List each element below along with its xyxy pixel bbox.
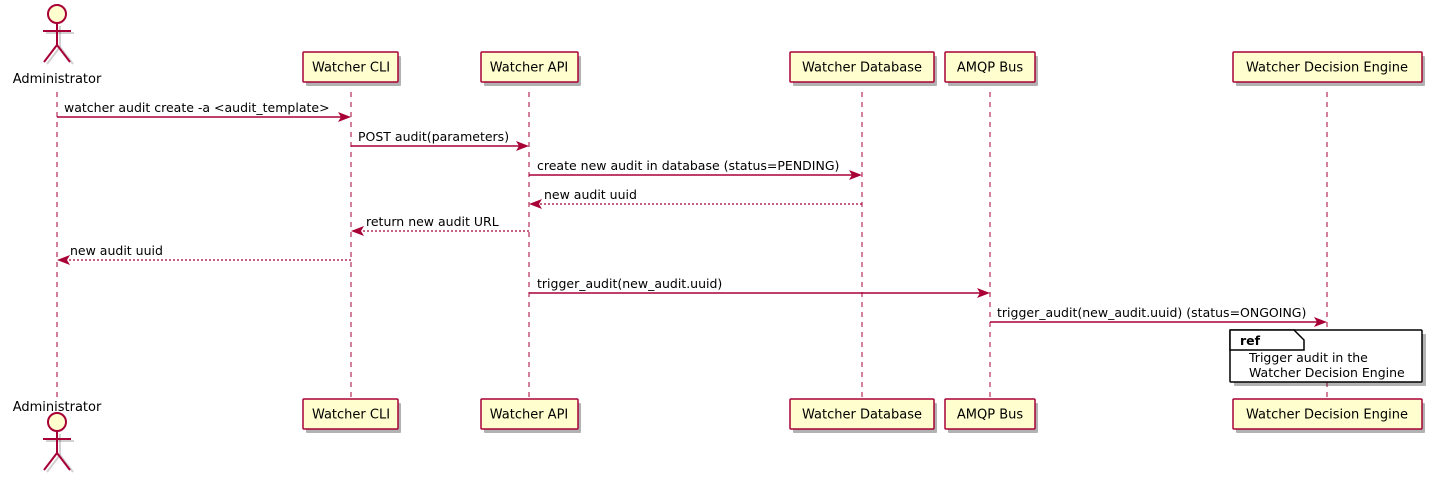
message-6-label: new audit uuid [70, 243, 163, 258]
actor-leg-right-icon-bottom [56, 452, 71, 471]
message-7-label: trigger_audit(new_audit.uuid) [537, 276, 722, 291]
message-2-label: POST audit(parameters) [358, 129, 509, 144]
message-3-label: create new audit in database (status=PEN… [537, 158, 839, 173]
actor-head-icon-bottom [47, 412, 67, 432]
message-6-arrowhead [57, 255, 70, 265]
message-1-label: watcher audit create -a <audit_template> [64, 100, 330, 115]
participant-label-watcher-cli-bottom: Watcher CLI [312, 408, 390, 423]
participant-label-amqp-bus-top: AMQP Bus [957, 61, 1023, 76]
participant-label-watcher-api-bottom: Watcher API [490, 408, 569, 423]
actor-shadow [46, 26, 74, 65]
participant-label-watcher-database-top: Watcher Database [802, 61, 922, 76]
message-2-post-audit[interactable]: POST audit(parameters) [351, 129, 529, 151]
participant-box-watcher-cli-top[interactable]: Watcher CLI [302, 51, 401, 86]
message-5-arrowhead [351, 226, 364, 236]
message-5-return-new-audit-url[interactable]: return new audit URL [351, 214, 529, 236]
actor-leg-right-icon [56, 44, 71, 63]
message-4-arrowhead [529, 199, 542, 209]
participant-label-watcher-decision-engine-bottom: Watcher Decision Engine [1246, 408, 1408, 423]
participant-label-watcher-database-bottom: Watcher Database [802, 408, 922, 423]
lifelines-group [56, 92, 1328, 398]
message-7-arrowhead [977, 288, 990, 298]
message-5-label: return new audit URL [366, 214, 499, 229]
message-4-new-audit-uuid[interactable]: new audit uuid [529, 187, 862, 209]
actor-shadow-bottom [46, 434, 74, 473]
message-3-create-new-audit[interactable]: create new audit in database (status=PEN… [529, 158, 862, 180]
participant-label-amqp-bus-bottom: AMQP Bus [957, 408, 1023, 423]
participant-box-watcher-database-top[interactable]: Watcher Database [789, 51, 937, 86]
participant-box-watcher-cli-bottom[interactable]: Watcher CLI [302, 398, 401, 433]
actor-administrator-top[interactable]: Administrator [13, 4, 102, 87]
participant-label-watcher-api-top: Watcher API [490, 61, 569, 76]
message-6-new-audit-uuid[interactable]: new audit uuid [57, 243, 351, 265]
actor-label-administrator-bottom: Administrator [13, 400, 102, 415]
participant-box-amqp-bus-bottom[interactable]: AMQP Bus [944, 398, 1038, 433]
ref-fragment[interactable]: ref Trigger audit in the Watcher Decisio… [1229, 329, 1426, 386]
participant-label-watcher-decision-engine-top: Watcher Decision Engine [1246, 61, 1408, 76]
message-4-label: new audit uuid [544, 187, 637, 202]
ref-fragment-line-1: Trigger audit in the [1248, 350, 1368, 365]
message-7-trigger-audit[interactable]: trigger_audit(new_audit.uuid) [529, 276, 990, 298]
message-8-label: trigger_audit(new_audit.uuid) (status=ON… [997, 305, 1306, 320]
participant-box-watcher-api-top[interactable]: Watcher API [480, 51, 581, 86]
participant-box-watcher-decision-engine-top[interactable]: Watcher Decision Engine [1232, 51, 1425, 86]
actor-label-administrator-top: Administrator [13, 72, 102, 87]
actor-administrator-bottom[interactable]: Administrator [13, 400, 102, 473]
participants-bottom-group: Watcher CLI Watcher API Watcher Database… [302, 398, 1425, 433]
message-1-watcher-audit-create[interactable]: watcher audit create -a <audit_template> [57, 100, 351, 122]
ref-fragment-line-2: Watcher Decision Engine [1249, 365, 1405, 380]
participant-label-watcher-cli-top: Watcher CLI [312, 61, 390, 76]
participant-box-watcher-database-bottom[interactable]: Watcher Database [789, 398, 937, 433]
participant-box-watcher-decision-engine-bottom[interactable]: Watcher Decision Engine [1232, 398, 1425, 433]
ref-fragment-tag-label: ref [1240, 333, 1261, 348]
participant-box-watcher-api-bottom[interactable]: Watcher API [480, 398, 581, 433]
ref-fragment-tag-shape [1229, 329, 1305, 351]
message-8-arrowhead [1314, 317, 1327, 327]
message-3-arrowhead [849, 170, 862, 180]
message-8-trigger-audit-ongoing[interactable]: trigger_audit(new_audit.uuid) (status=ON… [990, 305, 1327, 327]
messages-group: watcher audit create -a <audit_template>… [57, 100, 1327, 327]
actor-leg-left-icon-bottom [43, 452, 58, 471]
participants-top-group: Watcher CLI Watcher API Watcher Database… [302, 51, 1425, 86]
participant-box-amqp-bus-top[interactable]: AMQP Bus [944, 51, 1038, 86]
actor-leg-left-icon [43, 44, 58, 63]
message-1-arrowhead [338, 112, 351, 122]
actor-head-icon [47, 4, 67, 24]
message-2-arrowhead [516, 141, 529, 151]
